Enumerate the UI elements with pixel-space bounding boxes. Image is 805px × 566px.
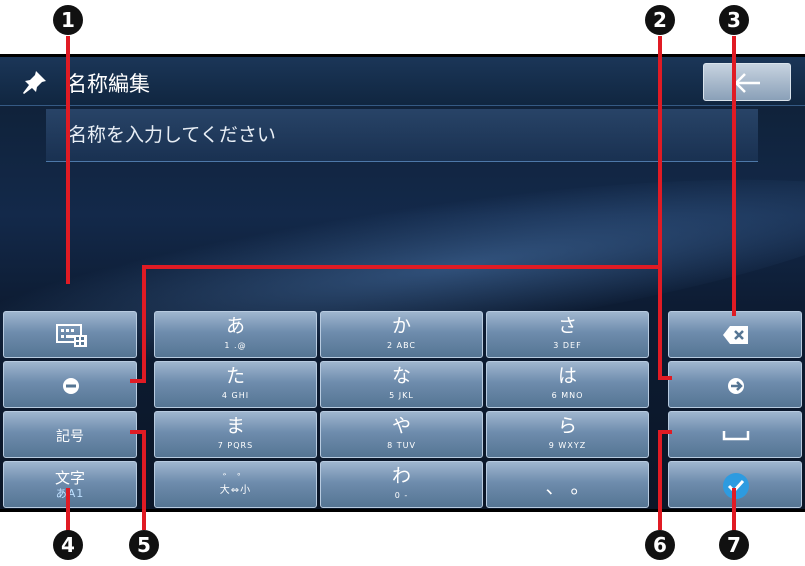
kana-key-label: な bbox=[391, 365, 411, 387]
keyboard-switch-icon bbox=[56, 324, 87, 347]
kana-key[interactable]: ら 9 WXYZ bbox=[486, 411, 649, 458]
kana-key-label: さ bbox=[557, 315, 577, 337]
callout-2: 2 bbox=[645, 5, 675, 35]
kana-key-sublabel: 6 MNO bbox=[551, 391, 584, 400]
callout-5: 5 bbox=[129, 530, 159, 560]
callout-3: 3 bbox=[719, 5, 749, 35]
name-input-placeholder: 名称を入力してください bbox=[68, 124, 276, 146]
callout-4: 4 bbox=[53, 530, 83, 560]
kana-key-sublabel: 7 PQRS bbox=[217, 441, 254, 450]
callout-line-6-vertical bbox=[658, 430, 662, 530]
callout-line-3 bbox=[732, 36, 736, 316]
arrow-left-icon bbox=[735, 73, 760, 93]
kana-key-sublabel: 5 JKL bbox=[389, 391, 414, 400]
symbols-button[interactable]: 記号 bbox=[3, 411, 137, 458]
kana-key[interactable]: ゛ ゜大⇔小 bbox=[154, 461, 317, 508]
kana-key-label: ま bbox=[225, 415, 245, 437]
kana-key-label: か bbox=[391, 315, 411, 337]
kana-key[interactable]: は 6 MNO bbox=[486, 361, 649, 408]
kana-key-sublabel: 2 ABC bbox=[386, 341, 417, 350]
space-button[interactable] bbox=[668, 411, 802, 458]
callout-line-6-tip bbox=[658, 430, 672, 434]
input-mode-sublabel: あA1 bbox=[55, 487, 85, 500]
callout-line-2-left bbox=[142, 265, 146, 383]
callout-line-5-vertical bbox=[142, 430, 146, 530]
pin-icon bbox=[23, 71, 46, 94]
callout-line-7 bbox=[732, 488, 736, 532]
callout-line-2-right-tip bbox=[658, 376, 672, 380]
back-button[interactable] bbox=[703, 63, 791, 101]
title-bar: 名称編集 bbox=[0, 57, 805, 106]
callout-line-5-tip bbox=[130, 430, 146, 434]
name-input[interactable]: 名称を入力してください bbox=[46, 109, 758, 162]
cursor-left-icon bbox=[63, 378, 79, 394]
kana-key-sublabel: 1 .@ bbox=[224, 341, 247, 350]
kana-key-label: あ bbox=[225, 315, 245, 337]
page-title: 名称編集 bbox=[66, 72, 150, 96]
callout-line-1 bbox=[66, 36, 70, 284]
cursor-right-icon bbox=[728, 378, 744, 394]
callout-line-2-horizontal bbox=[142, 265, 662, 269]
kana-key-label: や bbox=[391, 415, 411, 437]
kana-key[interactable]: さ 3 DEF bbox=[486, 311, 649, 358]
input-mode-label: 文字 bbox=[54, 469, 85, 487]
navigation-screen: 名称編集 名称を入力してください 記号 文字 あA1 あ 1 .@ か 2 ABC さ 3… bbox=[0, 54, 805, 512]
backspace-icon bbox=[723, 326, 748, 344]
kana-key-label: ゛ ゜ bbox=[222, 472, 249, 485]
kana-key-label: わ bbox=[391, 465, 411, 487]
keyboard-switch-button[interactable] bbox=[3, 311, 137, 358]
kana-key-label: 、 。 bbox=[545, 476, 590, 498]
cursor-left-button[interactable] bbox=[3, 361, 137, 408]
callout-line-2-left-tip bbox=[130, 379, 146, 383]
kana-key[interactable]: 、 。 bbox=[486, 461, 649, 508]
kana-key[interactable]: あ 1 .@ bbox=[154, 311, 317, 358]
space-icon bbox=[722, 431, 750, 441]
kana-key[interactable]: や 8 TUV bbox=[320, 411, 483, 458]
kana-key[interactable]: ま 7 PQRS bbox=[154, 411, 317, 458]
callout-7: 7 bbox=[719, 530, 749, 560]
cursor-right-button[interactable] bbox=[668, 361, 802, 408]
kana-key-sublabel: 大⇔小 bbox=[219, 485, 252, 496]
kana-key-label: ら bbox=[557, 415, 577, 437]
callout-line-2-vertical bbox=[658, 36, 662, 380]
callout-1: 1 bbox=[53, 5, 83, 35]
kana-key-label: た bbox=[225, 365, 245, 387]
kana-key-sublabel: 9 WXYZ bbox=[548, 441, 587, 450]
backspace-button[interactable] bbox=[668, 311, 802, 358]
kana-key[interactable]: か 2 ABC bbox=[320, 311, 483, 358]
callout-6: 6 bbox=[645, 530, 675, 560]
callout-line-4 bbox=[66, 488, 70, 532]
input-mode-button[interactable]: 文字 あA1 bbox=[3, 461, 137, 508]
kana-key[interactable]: た 4 GHI bbox=[154, 361, 317, 408]
symbols-label: 記号 bbox=[56, 429, 84, 445]
kana-key-label: は bbox=[557, 365, 577, 387]
kana-key-sublabel: 3 DEF bbox=[553, 341, 582, 350]
kana-key[interactable]: な 5 JKL bbox=[320, 361, 483, 408]
kana-key-sublabel: 0 - bbox=[394, 491, 409, 500]
checkmark-icon bbox=[723, 473, 749, 499]
kana-key-sublabel: 8 TUV bbox=[387, 441, 416, 450]
kana-key-sublabel: 4 GHI bbox=[221, 391, 250, 400]
kana-key[interactable]: わ 0 - bbox=[320, 461, 483, 508]
